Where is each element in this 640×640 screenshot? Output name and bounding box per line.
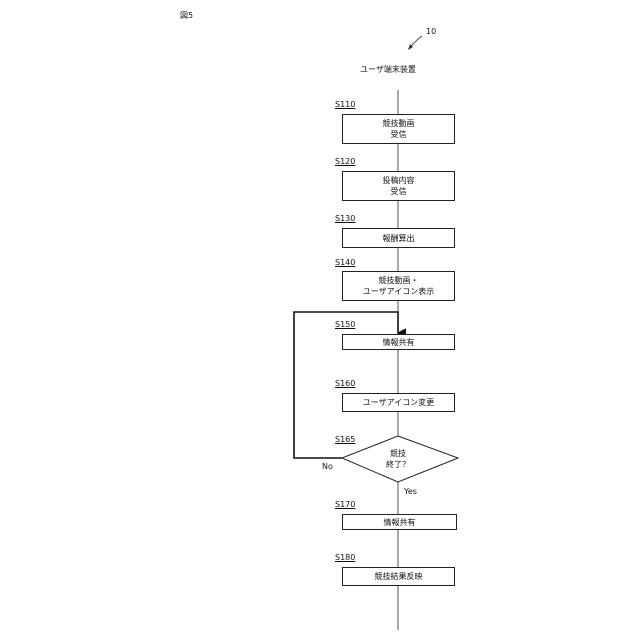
yes-label: Yes — [404, 488, 417, 496]
step-text: ユーザアイコン表示 — [363, 286, 434, 297]
step-box-s160: ユーザアイコン変更 — [342, 393, 455, 412]
step-label-s180: S180 — [335, 554, 355, 562]
step-label-s120: S120 — [335, 158, 355, 166]
decision-text-line: 終了？ — [368, 459, 428, 470]
step-text: 競技結果反映 — [375, 571, 423, 582]
step-text: 受信 — [391, 186, 407, 197]
step-box-s120: 投稿内容 受信 — [342, 171, 455, 201]
step-label-s150: S150 — [335, 321, 355, 329]
step-label-s170: S170 — [335, 501, 355, 509]
step-box-s180: 競技結果反映 — [342, 567, 455, 586]
step-text: 情報共有 — [383, 337, 415, 348]
step-label-s160: S160 — [335, 380, 355, 388]
step-text: 競技動画 — [383, 118, 415, 129]
decision-text-line: 競技 — [368, 448, 428, 459]
step-box-s140: 競技動画・ ユーザアイコン表示 — [342, 271, 455, 301]
step-text: ユーザアイコン変更 — [363, 397, 434, 408]
step-text: 情報共有 — [384, 517, 416, 528]
figure-label: 図5 — [180, 12, 193, 20]
step-label-s165: S165 — [335, 436, 355, 444]
step-text: 競技動画・ — [379, 275, 419, 286]
step-text: 報酬算出 — [383, 233, 415, 244]
no-label: No — [322, 463, 333, 471]
step-label-s110: S110 — [335, 101, 355, 109]
step-box-s150: 情報共有 — [342, 334, 455, 350]
column-title: ユーザ端末装置 — [360, 66, 416, 74]
step-text: 受信 — [391, 129, 407, 140]
decision-text: 競技 終了？ — [368, 448, 428, 470]
step-box-s110: 競技動画 受信 — [342, 114, 455, 144]
step-label-s130: S130 — [335, 215, 355, 223]
step-label-s140: S140 — [335, 259, 355, 267]
step-box-s170: 情報共有 — [342, 514, 457, 530]
step-box-s130: 報酬算出 — [342, 228, 455, 248]
step-text: 投稿内容 — [383, 175, 415, 186]
reference-number: 10 — [426, 28, 436, 36]
